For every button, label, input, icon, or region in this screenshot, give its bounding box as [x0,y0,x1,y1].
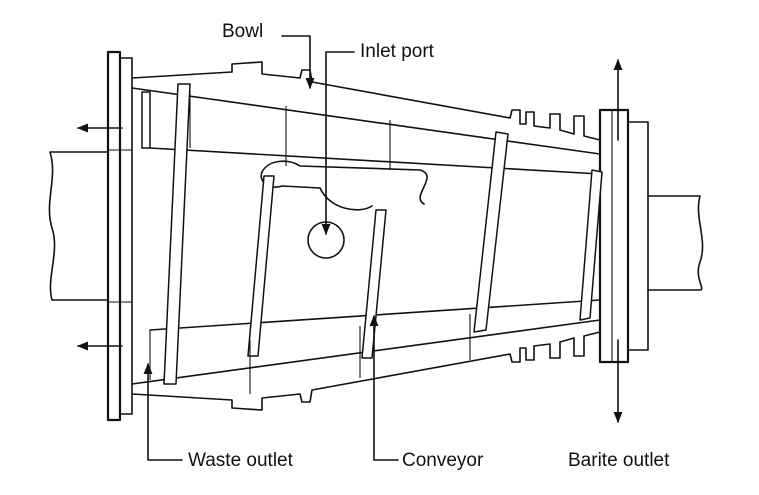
label-waste-outlet: Waste outlet [188,450,293,471]
conveyor-flights [141,83,603,394]
leader-conveyor [369,314,399,461]
right-flange [598,108,649,364]
leader-waste-outlet [143,362,183,461]
leader-bowl [281,35,315,90]
leader-inlet-port [321,51,355,236]
label-bowl: Bowl [222,21,264,42]
right-shaft [647,195,704,291]
label-conveyor: Conveyor [402,450,484,471]
waste-outflow-arrows [76,123,123,351]
left-shaft [48,151,109,301]
left-flange [106,50,133,422]
label-barite-outlet: Barite outlet [568,450,670,471]
label-inlet-port: Inlet port [360,41,434,62]
